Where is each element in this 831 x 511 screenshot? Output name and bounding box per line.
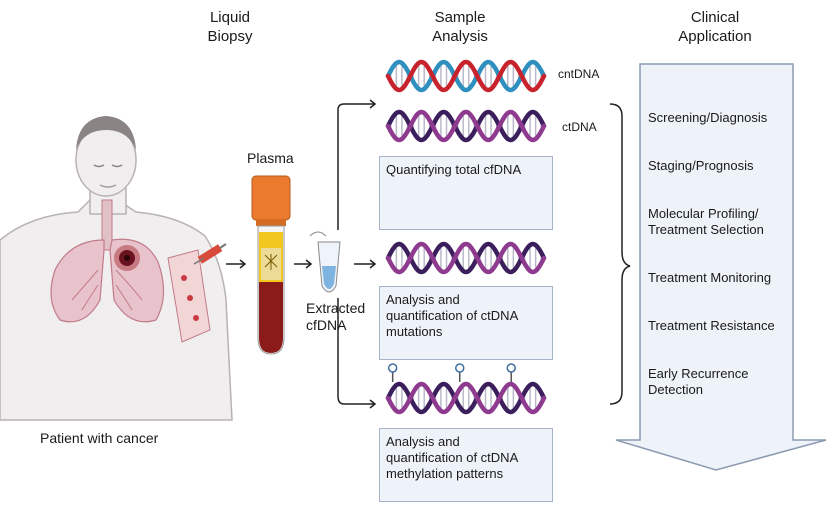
application-molecular-profiling: Molecular Profiling/ Treatment Selection — [648, 206, 764, 237]
application-screening: Screening/Diagnosis — [648, 110, 768, 125]
application-arrow — [615, 63, 827, 471]
application-staging: Staging/Prognosis — [648, 158, 754, 173]
flow-arrows — [226, 99, 377, 409]
application-recurrence: Early Recurrence Detection — [648, 366, 749, 397]
dna-helix-cntdna — [385, 59, 547, 93]
header-sample-analysis: Sample Analysis — [432, 9, 488, 45]
ctdna-label: ctDNA — [562, 120, 597, 134]
syringe-icon — [167, 243, 227, 343]
extracted-cfdna-label: Extracted cfDNA — [306, 300, 366, 333]
dna-helix-ctdna — [385, 109, 547, 143]
dna-strands — [385, 59, 547, 415]
plasma-label: Plasma — [247, 150, 294, 166]
eppendorf-tube-icon — [309, 231, 341, 293]
lungs — [50, 199, 165, 323]
tumor — [114, 245, 140, 271]
header-liquid-biopsy: Liquid Biopsy — [207, 9, 253, 45]
application-monitoring: Treatment Monitoring — [648, 270, 772, 285]
analysis-box-methylation: Analysis and quantification of ctDNA met… — [379, 428, 553, 502]
cntdna-label: cntDNA — [558, 67, 600, 81]
patient-label: Patient with cancer — [40, 430, 159, 446]
analysis-box-total-cfdna: Quantifying total cfDNA — [379, 156, 553, 230]
dna-helix-methylation — [385, 363, 547, 415]
analysis-box-mutations: Analysis and quantification of ctDNA mut… — [379, 286, 553, 360]
header-clinical-application: Clinical Application — [678, 9, 752, 45]
application-resistance: Treatment Resistance — [648, 318, 775, 333]
blood-tube — [251, 175, 291, 355]
grouping-brace — [609, 103, 631, 405]
dna-helix-mutations — [385, 241, 547, 275]
patient-figure — [0, 116, 233, 421]
